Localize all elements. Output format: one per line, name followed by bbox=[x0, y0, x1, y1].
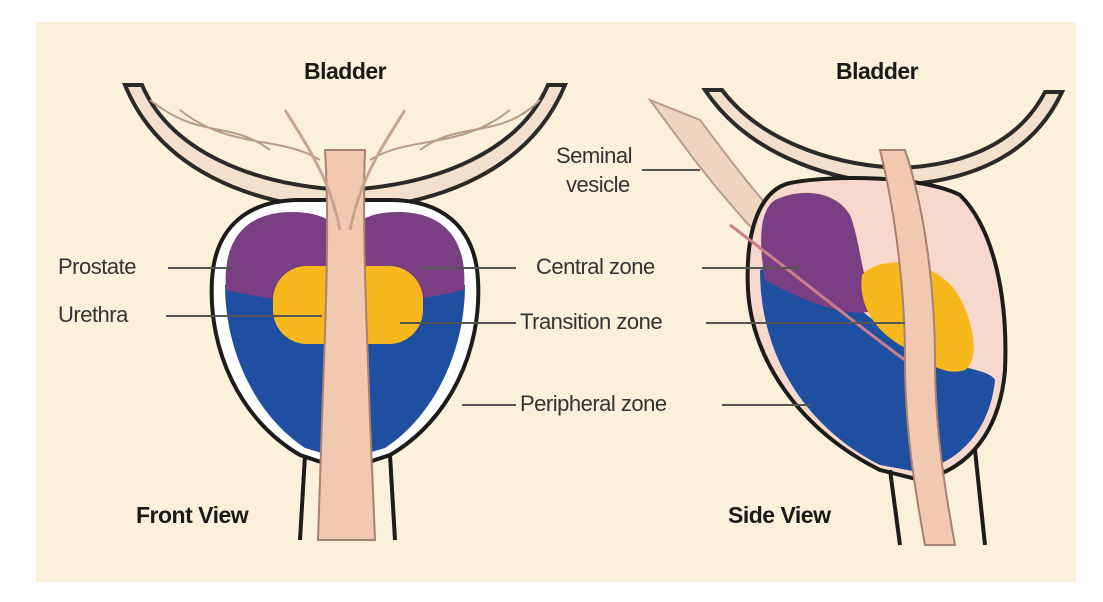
prostate-label: Prostate bbox=[58, 254, 136, 280]
central-zone-label: Central zone bbox=[536, 254, 655, 280]
side-view-label: Side View bbox=[728, 502, 830, 529]
seminal-vesicle-label-line1: Seminal bbox=[556, 143, 632, 169]
front-view-drawing bbox=[125, 85, 565, 540]
side-bladder-label: Bladder bbox=[836, 58, 918, 85]
side-view-drawing bbox=[650, 90, 1062, 545]
front-view-label: Front View bbox=[136, 502, 248, 529]
urethra-label: Urethra bbox=[58, 302, 128, 328]
peripheral-zone-label: Peripheral zone bbox=[520, 391, 667, 417]
side-bladder-wall bbox=[705, 90, 1062, 185]
seminal-vesicle-label-line2: vesicle bbox=[566, 172, 630, 198]
front-bladder-label: Bladder bbox=[304, 58, 386, 85]
transition-zone-label: Transition zone bbox=[520, 309, 662, 335]
